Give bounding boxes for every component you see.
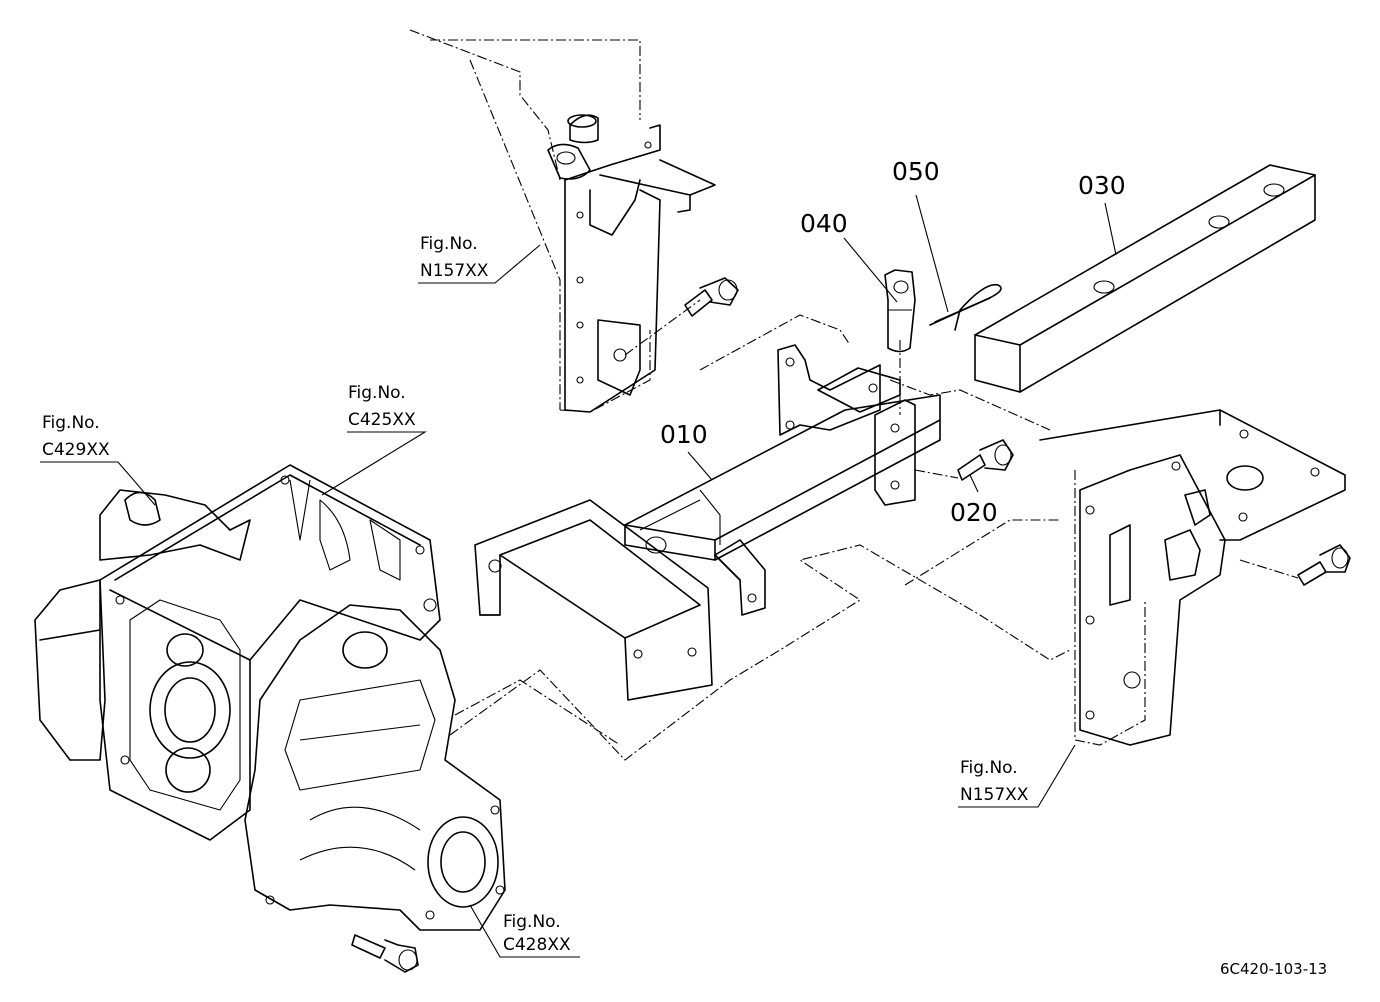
diagram-code: 6C420-103-13 xyxy=(1220,960,1327,978)
part-label-020: 020 xyxy=(950,498,998,527)
assembly-centerline xyxy=(449,544,1071,761)
fig-ref-c425-line2: C425XX xyxy=(348,410,416,430)
fig-ref-c425-line1: Fig.No. xyxy=(348,383,406,403)
right-frame-bracket xyxy=(1039,409,1351,746)
part-label-030: 030 xyxy=(1078,171,1126,200)
transmission-case-c425 xyxy=(99,464,441,841)
fig-ref-c428-line1: Fig.No. xyxy=(503,912,561,932)
part-050-clip xyxy=(929,283,1002,331)
fig-ref-n157-top-line1: Fig.No. xyxy=(420,234,478,254)
transmission-case-c428 xyxy=(244,604,506,973)
top-frame-bracket xyxy=(409,29,739,413)
part-010-hitch-frame xyxy=(474,314,1051,701)
fig-ref-c429-line1: Fig.No. xyxy=(42,413,100,433)
transmission-case-c429 xyxy=(34,489,251,761)
fig-ref-c428-line2: C428XX xyxy=(503,935,571,955)
fig-ref-c429-line2: C429XX xyxy=(42,440,110,460)
leader-lines xyxy=(40,194,1117,958)
assembly-centerline-3 xyxy=(904,519,1060,586)
fig-ref-n157-right-line2: N157XX xyxy=(960,785,1029,805)
fig-ref-n157-right-line1: Fig.No. xyxy=(960,758,1018,778)
part-label-040: 040 xyxy=(800,209,848,238)
part-label-010: 010 xyxy=(660,420,708,449)
fig-ref-n157-top-line2: N157XX xyxy=(420,261,489,281)
assembly-centerline-2 xyxy=(454,679,621,746)
part-030-drawbar xyxy=(974,164,1316,393)
part-040-pin xyxy=(884,269,916,353)
part-label-050: 050 xyxy=(892,157,940,186)
part-020-bolt xyxy=(914,439,1014,481)
